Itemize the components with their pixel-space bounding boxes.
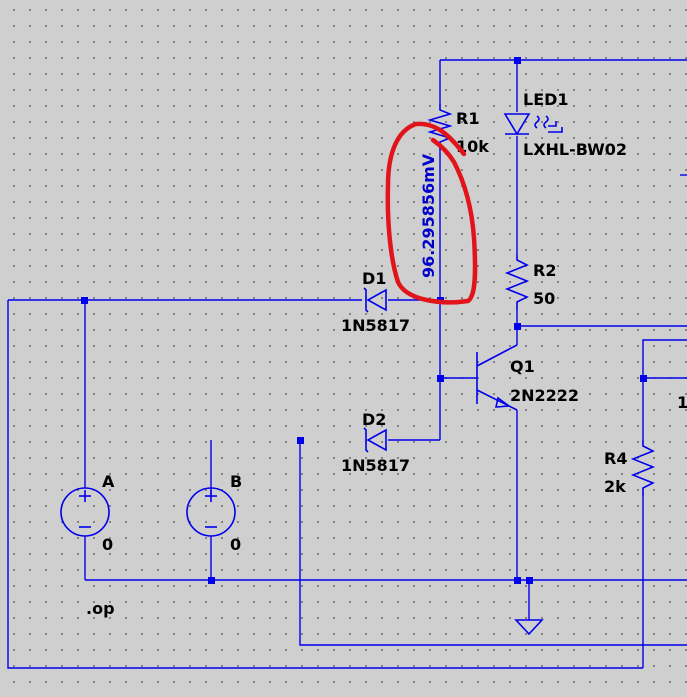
spice-directive[interactable]: .op — [86, 599, 115, 618]
wires — [7, 59, 687, 669]
voltage-source-a[interactable]: A 0 — [60, 472, 115, 554]
ground-icon[interactable] — [514, 619, 544, 636]
source-circle — [186, 487, 236, 537]
source-b-name: B — [230, 472, 242, 491]
r4-name: R4 — [604, 449, 627, 468]
junction-dot — [297, 437, 304, 444]
wire-right-mid[interactable] — [642, 339, 687, 378]
light-emission-icon — [534, 115, 563, 133]
resistor-symbol — [427, 104, 453, 150]
resistor-r4[interactable]: R4 2k — [604, 440, 656, 496]
junction-dot — [514, 577, 521, 584]
junction-dot — [437, 375, 444, 382]
transistor-q1[interactable]: Q1 2N2222 — [476, 344, 579, 411]
led-led1[interactable]: LED1 LXHL-BW02 — [503, 90, 627, 159]
diode-triangle — [366, 428, 387, 452]
diode-triangle — [366, 288, 387, 312]
junction-dot — [514, 323, 521, 330]
d2-value: 1N5817 — [341, 456, 410, 475]
resistor-symbol — [630, 440, 656, 496]
led1-value: LXHL-BW02 — [523, 140, 627, 159]
r2-name: R2 — [533, 261, 556, 280]
diode-bar — [363, 287, 369, 313]
resistor-symbol — [504, 255, 530, 310]
r2-value: 50 — [533, 289, 555, 308]
source-b-value: 0 — [230, 535, 241, 554]
wire-d2-node-down[interactable] — [299, 440, 687, 646]
source-a-value: 0 — [102, 535, 113, 554]
resistor-r2[interactable]: R2 50 — [504, 255, 556, 310]
junction-dot — [208, 577, 215, 584]
d2-name: D2 — [362, 410, 386, 429]
r1-name: R1 — [456, 109, 479, 128]
partial-component-value: 1 — [677, 393, 687, 412]
junction-dot — [81, 297, 88, 304]
source-a-name: A — [102, 472, 115, 491]
d1-value: 1N5817 — [341, 316, 410, 335]
diode-d1[interactable]: D1 1N5817 — [341, 269, 410, 335]
led-triangle — [503, 113, 531, 136]
voltage-source-b[interactable]: B 0 — [186, 472, 242, 554]
transistor-collector — [476, 344, 518, 367]
node-voltage-label: 96.295856mV — [419, 153, 438, 278]
wire-outer-loop[interactable] — [7, 300, 643, 669]
q1-value: 2N2222 — [510, 386, 579, 405]
junction-dot — [640, 375, 647, 382]
led1-name: LED1 — [523, 90, 569, 109]
q1-name: Q1 — [510, 357, 535, 376]
diode-bar — [363, 427, 369, 453]
annotation-circle — [385, 121, 478, 305]
source-circle — [60, 487, 110, 537]
diode-d2[interactable]: D2 1N5817 — [341, 410, 410, 475]
d1-name: D1 — [362, 269, 386, 288]
junction-dot — [526, 577, 533, 584]
junction-dot — [514, 57, 521, 64]
r4-value: 2k — [604, 477, 626, 496]
transistor-emitter-arrow — [494, 396, 512, 408]
